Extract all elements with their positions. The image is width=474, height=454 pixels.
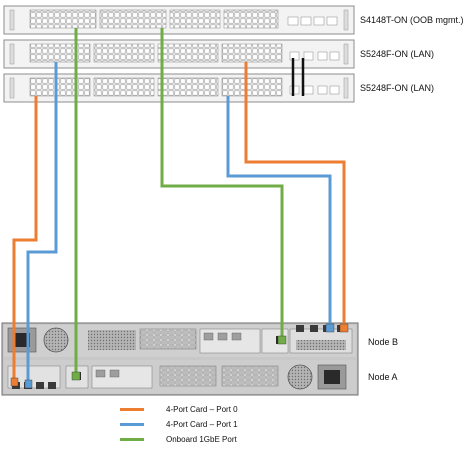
port1-cable-node-a xyxy=(26,62,58,384)
switch-s5248f-bottom xyxy=(3,73,355,103)
switch-label-s5248f-bottom: S5248F-ON (LAN) xyxy=(360,83,435,93)
legend-label-onboard: Onboard 1GbE Port xyxy=(166,435,237,444)
legend-label-port1: 4-Port Card – Port 1 xyxy=(166,420,238,429)
port1-cable-node-b xyxy=(226,96,332,328)
legend-swatch-port0 xyxy=(120,408,144,411)
node-a-label: Node A xyxy=(368,372,398,382)
node-b-chassis xyxy=(4,325,356,357)
legend: 4-Port Card – Port 0 4-Port Card – Port … xyxy=(120,402,238,447)
legend-item-port1: 4-Port Card – Port 1 xyxy=(120,417,238,432)
node-a-chassis xyxy=(4,360,356,393)
server-chassis xyxy=(1,322,359,396)
legend-swatch-onboard xyxy=(120,438,144,441)
legend-label-port0: 4-Port Card – Port 0 xyxy=(166,405,238,414)
vlt-interconnect-cables xyxy=(291,58,305,96)
switch-s4148t xyxy=(3,5,355,35)
port1-cables xyxy=(26,62,332,384)
legend-swatch-port1 xyxy=(120,423,144,426)
port0-cable-node-b xyxy=(244,62,346,328)
onboard-cable-node-b xyxy=(160,28,284,340)
legend-item-port0: 4-Port Card – Port 0 xyxy=(120,402,238,417)
switch-label-s4148t: S4148T-ON (OOB mgmt.) xyxy=(360,15,464,25)
switch-label-s5248f-top: S5248F-ON (LAN) xyxy=(360,49,435,59)
node-b-label: Node B xyxy=(368,337,399,347)
cable-connectors xyxy=(10,323,349,389)
port0-cables xyxy=(12,62,346,382)
port0-cable-node-a xyxy=(12,96,38,382)
legend-item-onboard: Onboard 1GbE Port xyxy=(120,432,238,447)
onboard-1gbe-cables xyxy=(74,28,284,376)
